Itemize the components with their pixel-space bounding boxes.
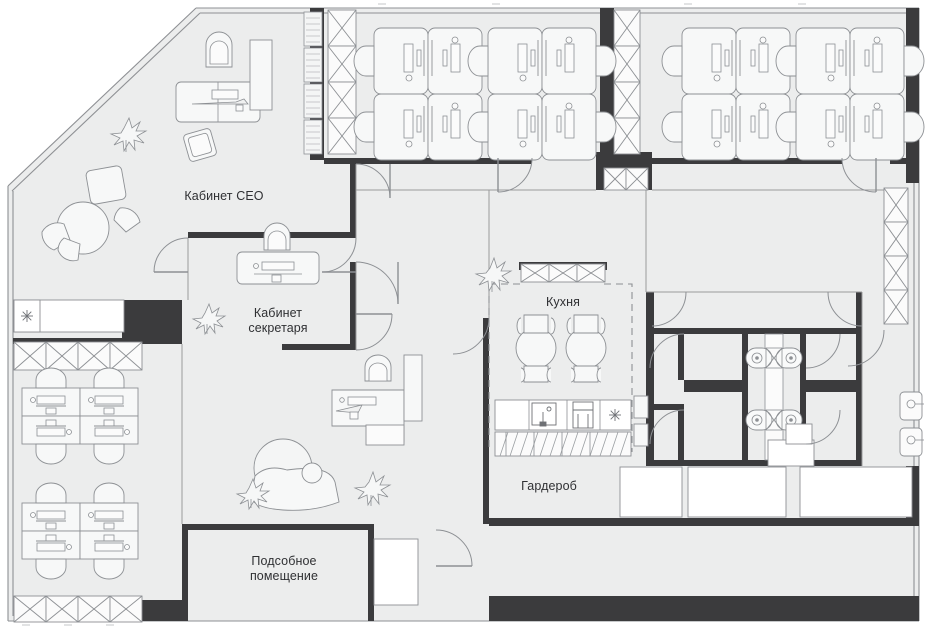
sink-icon [899,391,924,421]
reception-desk [331,354,423,446]
desk-chair [263,222,291,251]
workstation-pod [775,27,925,161]
dimension-ticks [22,3,806,626]
fridge-icon [609,409,621,421]
workstation-pods-north [353,27,925,161]
ceo-office-furniture [109,31,273,162]
stove-icon [21,310,33,322]
door-swings [153,157,885,567]
sink-icon [531,402,557,427]
executive-chair [205,31,233,68]
plant-icon [109,116,148,153]
plant-icon [235,477,271,511]
desk-chair [364,354,392,382]
secretary-office-furniture [191,222,320,336]
visitor-chair [183,128,217,162]
workstation-pod [661,27,811,161]
plant-icon [191,302,227,336]
door-leaves [154,158,877,567]
lounge-sofa-area [235,438,392,511]
workstation-pod [21,482,139,580]
sink-icon [899,427,924,457]
restroom-fixtures [745,333,924,467]
workstation-pods-west [21,367,139,580]
left-counter [13,299,125,333]
stove-icon [572,401,594,429]
kitchen-furniture [474,256,649,457]
lounge-northwest [41,165,141,262]
service-shafts [373,466,913,606]
plant-icon [474,256,513,293]
window-panels [13,9,909,623]
workstation-pod [21,367,139,465]
plant-icon [353,470,392,507]
workstation-pod [467,27,617,161]
